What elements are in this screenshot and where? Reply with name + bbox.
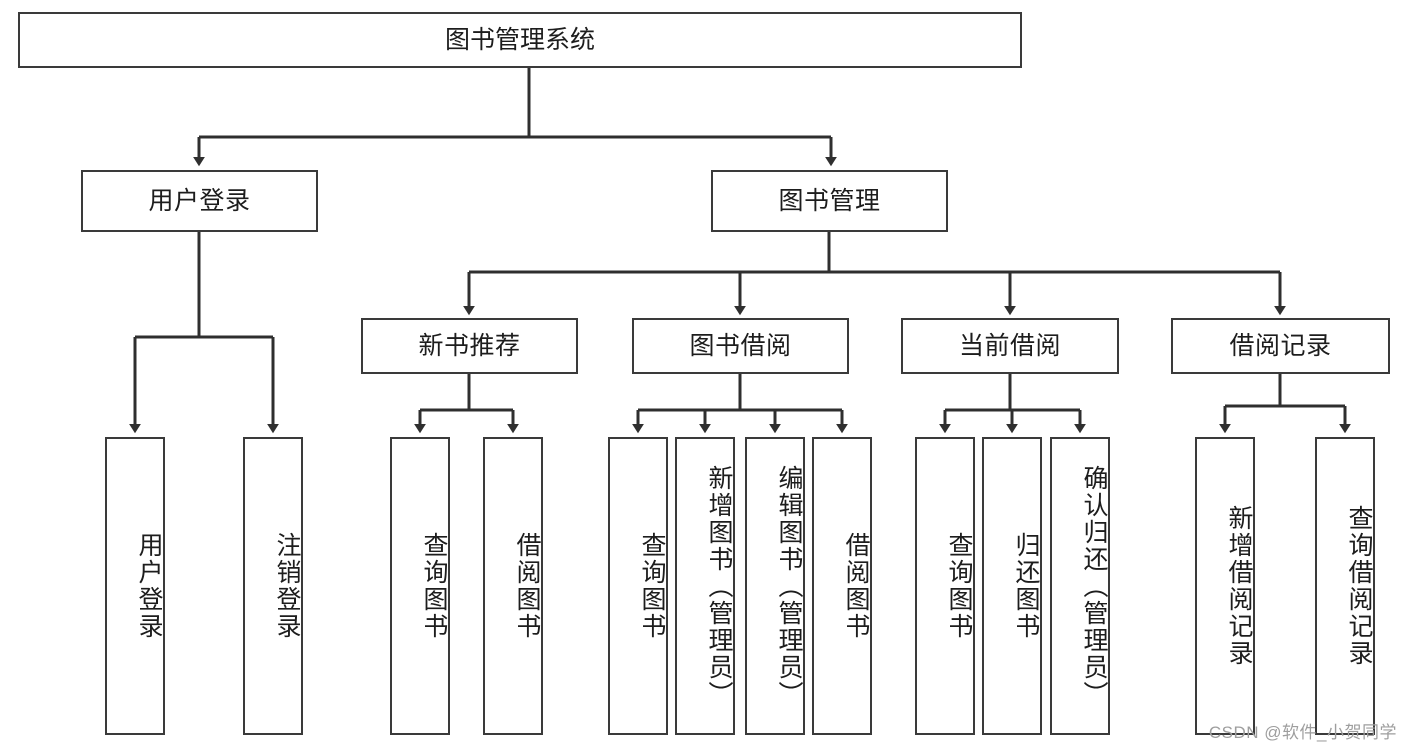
watermark: CSDN @软件_小贺同学: [1208, 723, 1397, 742]
node-borrow-record[interactable]: 借阅记录: [1171, 318, 1390, 374]
node-leaf-add-record[interactable]: 新增借阅记录: [1195, 437, 1255, 735]
node-root[interactable]: 图书管理系统: [18, 12, 1022, 68]
node-current-borrow[interactable]: 当前借阅: [901, 318, 1119, 374]
node-leaf-confirm-return-label: 确认归还（管理员）: [1080, 464, 1108, 708]
node-leaf-add-book[interactable]: 新增图书（管理员）: [675, 437, 735, 735]
node-leaf-return-book[interactable]: 归还图书: [982, 437, 1042, 735]
node-book-manage-label: 图书管理: [778, 187, 881, 215]
node-user-login-label: 用户登录: [148, 187, 251, 215]
node-leaf-add-book-label: 新增图书（管理员）: [705, 464, 733, 708]
node-book-borrow[interactable]: 图书借阅: [632, 318, 849, 374]
node-book-borrow-label: 图书借阅: [689, 332, 792, 360]
node-leaf-add-record-label: 新增借阅记录: [1225, 505, 1253, 667]
node-root-label: 图书管理系统: [444, 26, 595, 54]
node-leaf-query-record-label: 查询借阅记录: [1345, 505, 1373, 667]
node-leaf-user-login[interactable]: 用户登录: [105, 437, 165, 735]
node-current-borrow-label: 当前借阅: [958, 332, 1061, 360]
node-leaf-borrow-book-1-label: 借阅图书: [513, 532, 541, 640]
node-leaf-borrow-book-2-label: 借阅图书: [842, 532, 870, 640]
node-leaf-confirm-return[interactable]: 确认归还（管理员）: [1050, 437, 1110, 735]
node-leaf-query-book-2-label: 查询图书: [638, 532, 666, 640]
node-leaf-borrow-book-1[interactable]: 借阅图书: [483, 437, 543, 735]
node-leaf-query-book-1-label: 查询图书: [420, 532, 448, 640]
node-leaf-borrow-book-2[interactable]: 借阅图书: [812, 437, 872, 735]
node-leaf-query-record[interactable]: 查询借阅记录: [1315, 437, 1375, 735]
node-leaf-logout-label: 注销登录: [273, 532, 301, 640]
node-leaf-query-book-3[interactable]: 查询图书: [915, 437, 975, 735]
node-leaf-edit-book-label: 编辑图书（管理员）: [775, 464, 803, 708]
node-user-login[interactable]: 用户登录: [81, 170, 318, 232]
node-leaf-user-login-label: 用户登录: [135, 532, 163, 640]
node-leaf-query-book-3-label: 查询图书: [945, 532, 973, 640]
node-borrow-record-label: 借阅记录: [1229, 332, 1332, 360]
node-leaf-logout[interactable]: 注销登录: [243, 437, 303, 735]
node-leaf-query-book-2[interactable]: 查询图书: [608, 437, 668, 735]
node-book-manage[interactable]: 图书管理: [711, 170, 948, 232]
node-leaf-query-book-1[interactable]: 查询图书: [390, 437, 450, 735]
node-leaf-return-book-label: 归还图书: [1012, 532, 1040, 640]
node-new-book-rec[interactable]: 新书推荐: [361, 318, 578, 374]
node-new-book-rec-label: 新书推荐: [418, 332, 521, 360]
node-leaf-edit-book[interactable]: 编辑图书（管理员）: [745, 437, 805, 735]
